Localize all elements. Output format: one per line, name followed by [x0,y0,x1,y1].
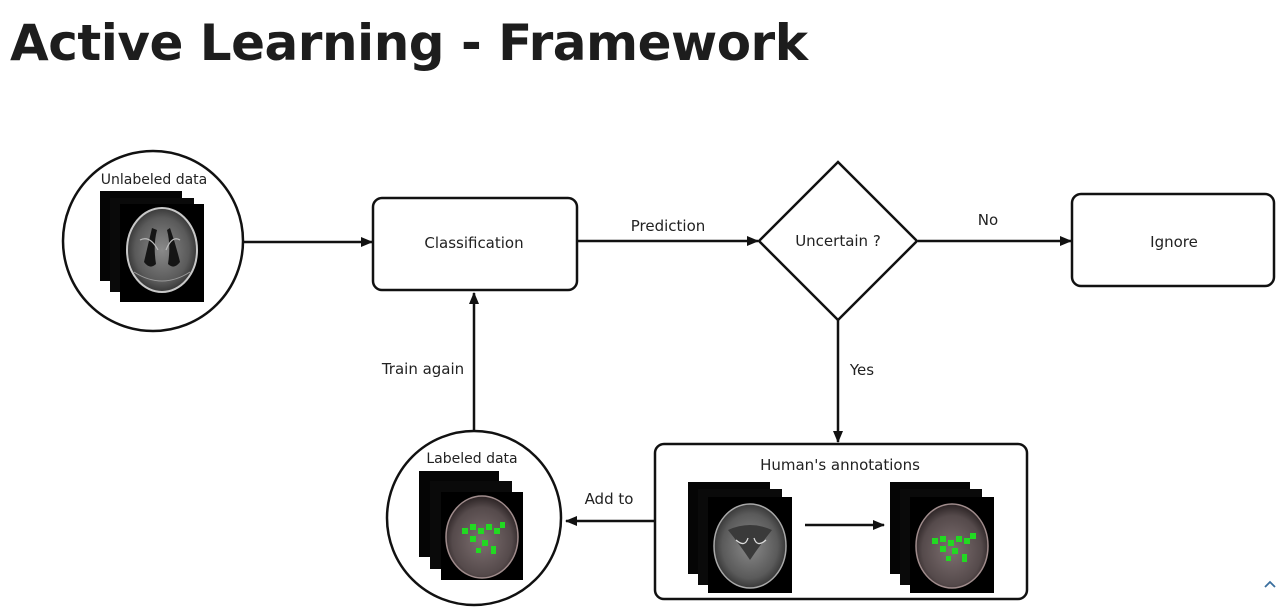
edge-label-prediction: Prediction [631,217,706,235]
node-label-classification: Classification [424,234,523,252]
edge-label-add-to: Add to [585,490,634,508]
page-title: Active Learning - Framework [10,14,808,72]
annotation-marks [462,522,505,554]
node-classification: Classification [371,196,579,292]
node-label-labeled: Labeled data [426,451,517,467]
chevron-up-icon[interactable] [1262,576,1278,592]
node-label-annotations: Human's annotations [760,456,920,474]
edge-label-no: No [978,211,998,229]
node-label-ignore: Ignore [1150,233,1198,251]
node-label-unlabeled: Unlabeled data [101,172,207,188]
mri-stack-annotated [890,482,994,593]
mri-stack-unlabeled [100,191,204,302]
node-label-uncertain: Uncertain ? [795,232,881,250]
annotation-marks [932,533,976,562]
mri-stack-labeled [419,471,523,580]
node-unlabeled-data: Unlabeled data [61,149,245,333]
node-uncertain-decision: Uncertain ? [757,160,919,322]
mri-stack-raw [688,482,792,593]
node-human-annotations: Human's annotations [653,442,1029,601]
edge-label-yes: Yes [849,361,874,379]
node-labeled-data: Labeled data [385,429,563,607]
node-ignore: Ignore [1070,192,1276,288]
edge-label-train-again: Train again [381,360,464,378]
